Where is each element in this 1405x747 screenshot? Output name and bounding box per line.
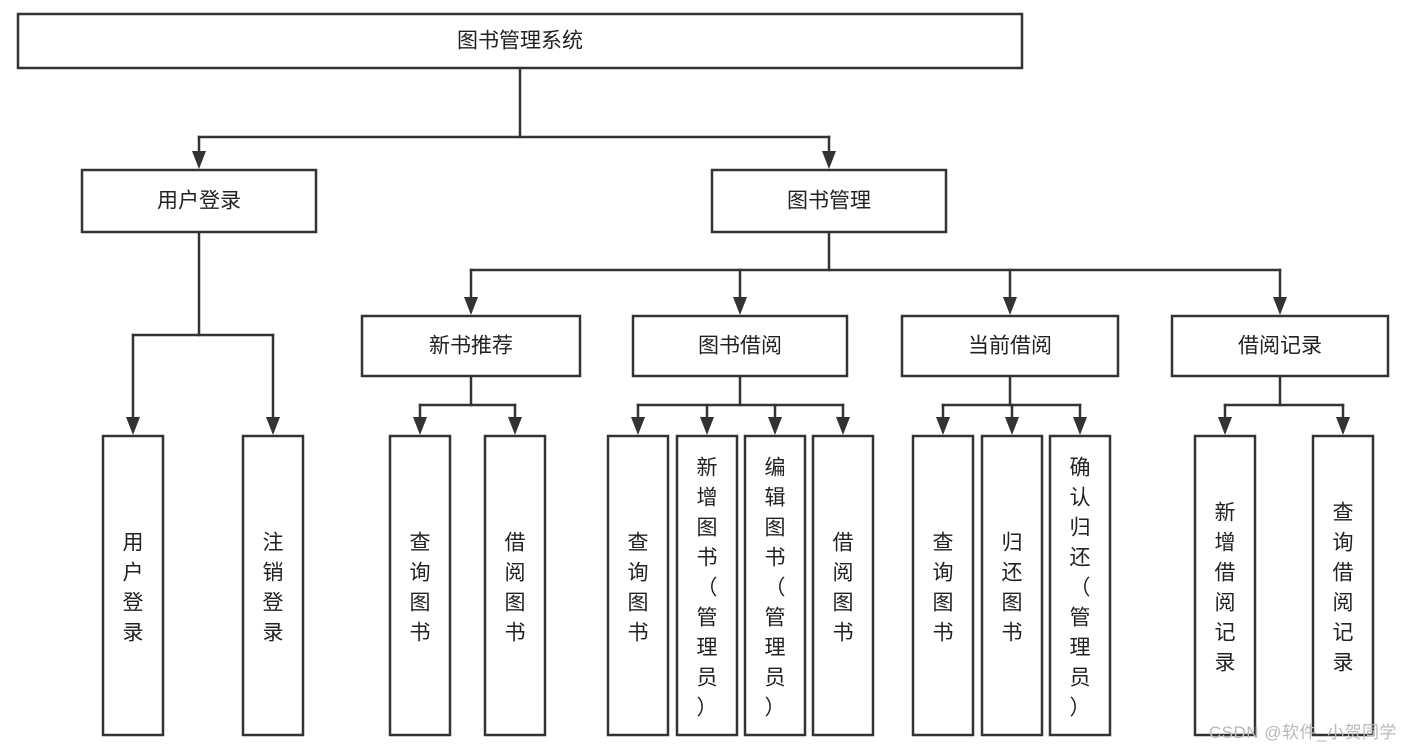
node-box[interactable]: [388, 434, 452, 737]
node-level3-2[interactable]: 当前借阅: [900, 314, 1120, 378]
arrow-head-icon: [1073, 417, 1087, 435]
node-box[interactable]: [80, 168, 318, 234]
node-box[interactable]: [360, 314, 582, 378]
node-leaf-10[interactable]: 确认归还（管理员）: [1048, 434, 1112, 737]
arrow-head-icon: [126, 417, 140, 435]
arrow-head-icon: [1005, 417, 1019, 435]
node-leaf-4[interactable]: 查询图书: [606, 434, 670, 737]
node-label: 查询图书: [628, 532, 649, 645]
arrow-head-icon: [822, 151, 836, 169]
arrow-head-icon: [1273, 297, 1287, 315]
node-label: 图书管理系统: [457, 30, 583, 53]
arrow-head-icon: [836, 417, 850, 435]
arrow-head-icon: [733, 297, 747, 315]
arrow-head-icon: [936, 417, 950, 435]
node-leaf-9[interactable]: 归还图书: [980, 434, 1044, 737]
node-box[interactable]: [911, 434, 975, 737]
node-box[interactable]: [743, 434, 807, 737]
node-box[interactable]: [101, 434, 165, 737]
node-leaf-8[interactable]: 查询图书: [911, 434, 975, 737]
arrow-head-icon: [631, 417, 645, 435]
node-level2-1[interactable]: 图书管理: [710, 168, 948, 234]
node-label: 当前借阅: [968, 335, 1052, 358]
node-label: 查询图书: [933, 532, 954, 645]
node-box[interactable]: [710, 168, 948, 234]
node-label: 图书管理: [787, 190, 871, 213]
node-box[interactable]: [483, 434, 547, 737]
node-leaf-2[interactable]: 查询图书: [388, 434, 452, 737]
node-label: 新书推荐: [429, 335, 513, 358]
connector-layer: [126, 66, 1350, 435]
node-box[interactable]: [980, 434, 1044, 737]
node-leaf-12[interactable]: 查询借阅记录: [1311, 434, 1375, 737]
arrow-head-icon: [266, 417, 280, 435]
node-box[interactable]: [1048, 434, 1112, 737]
node-box[interactable]: [16, 12, 1024, 70]
arrow-head-icon: [1003, 297, 1017, 315]
node-level3-0[interactable]: 新书推荐: [360, 314, 582, 378]
node-label: 借阅记录: [1238, 335, 1322, 358]
arrow-head-icon: [508, 417, 522, 435]
node-box[interactable]: [900, 314, 1120, 378]
node-level3-1[interactable]: 图书借阅: [631, 314, 849, 378]
node-label: 用户登录: [123, 532, 144, 645]
node-level3-3[interactable]: 借阅记录: [1170, 314, 1390, 378]
node-box[interactable]: [606, 434, 670, 737]
node-label: 借阅图书: [833, 532, 854, 645]
node-box[interactable]: [241, 434, 305, 737]
node-leaf-5[interactable]: 新增图书（管理员）: [675, 434, 739, 737]
node-label: 确认归还（管理员）: [1070, 457, 1091, 720]
node-label: 图书借阅: [698, 335, 782, 358]
arrow-head-icon: [768, 417, 782, 435]
arrow-head-icon: [1336, 417, 1350, 435]
node-label: 新增图书（管理员）: [697, 457, 718, 720]
node-box[interactable]: [1193, 434, 1257, 737]
node-label: 用户登录: [157, 190, 241, 213]
node-root-图书管理系统[interactable]: 图书管理系统: [16, 12, 1024, 70]
node-leaf-3[interactable]: 借阅图书: [483, 434, 547, 737]
node-leaf-0[interactable]: 用户登录: [101, 434, 165, 737]
arrow-head-icon: [1218, 417, 1232, 435]
node-leaf-11[interactable]: 新增借阅记录: [1193, 434, 1257, 737]
node-label: 查询图书: [410, 532, 431, 645]
arrow-head-icon: [413, 417, 427, 435]
node-box[interactable]: [675, 434, 739, 737]
node-label: 注销登录: [263, 532, 284, 645]
node-level2-0[interactable]: 用户登录: [80, 168, 318, 234]
arrow-head-icon: [464, 297, 478, 315]
node-label: 借阅图书: [505, 532, 526, 645]
node-leaf-6[interactable]: 编辑图书（管理员）: [743, 434, 807, 737]
node-leaf-1[interactable]: 注销登录: [241, 434, 305, 737]
arrow-head-icon: [700, 417, 714, 435]
node-label: 查询借阅记录: [1333, 502, 1354, 675]
node-leaf-7[interactable]: 借阅图书: [811, 434, 875, 737]
node-label: 编辑图书（管理员）: [765, 457, 786, 720]
node-label: 归还图书: [1002, 532, 1023, 645]
node-box[interactable]: [811, 434, 875, 737]
node-layer: 图书管理系统用户登录图书管理新书推荐图书借阅当前借阅借阅记录用户登录注销登录查询…: [16, 12, 1390, 737]
node-box[interactable]: [1170, 314, 1390, 378]
arrow-head-icon: [192, 151, 206, 169]
node-box[interactable]: [1311, 434, 1375, 737]
node-box[interactable]: [631, 314, 849, 378]
node-label: 新增借阅记录: [1215, 502, 1236, 675]
